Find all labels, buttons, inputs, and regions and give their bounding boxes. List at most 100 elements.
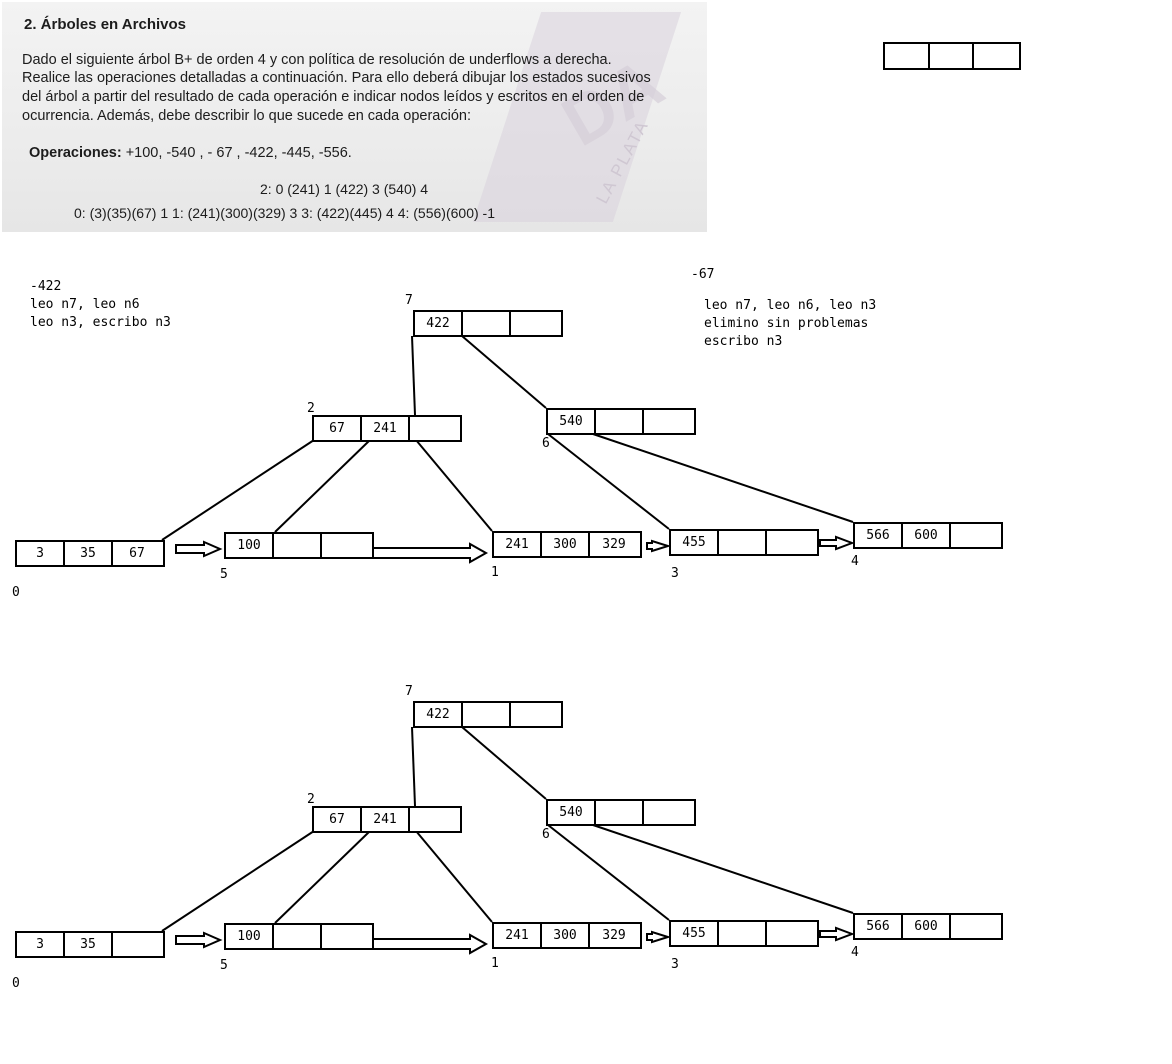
node-key: 241 (362, 808, 410, 831)
connector-line (415, 439, 493, 532)
node-key: 600 (903, 524, 951, 547)
node-number-label: 2 (307, 792, 315, 807)
node-key (951, 524, 999, 547)
node-key: 241 (362, 417, 410, 440)
node-key (463, 703, 511, 726)
sibling-arrow (365, 933, 489, 955)
node-key: 67 (314, 417, 362, 440)
connector-line (161, 439, 315, 541)
node-key (274, 925, 322, 948)
node-key (322, 534, 370, 557)
connector-line (274, 439, 371, 533)
node-key: 422 (415, 703, 463, 726)
btree-node-n6: 540 (546, 799, 696, 826)
empty-node (883, 42, 1021, 70)
node-key: 67 (314, 808, 362, 831)
connector-line (461, 726, 547, 800)
connector-line (411, 726, 416, 807)
node-key (463, 312, 511, 335)
connector-line (415, 830, 493, 923)
node-key (113, 933, 161, 956)
btree-node-n7: 422 (413, 701, 563, 728)
node-key: 566 (855, 915, 903, 938)
sibling-arrow (646, 930, 672, 944)
note-left-line: leo n3, escribo n3 (30, 315, 171, 330)
node-key: 35 (65, 933, 113, 956)
node-key: 455 (671, 922, 719, 945)
node-number-label: 3 (671, 566, 679, 581)
exercise-photo: DA LA PLATA 2. Árboles en Archivos Dado … (2, 2, 707, 232)
connector-line (547, 824, 670, 921)
node-key: 422 (415, 312, 463, 335)
node-number-label: 7 (405, 293, 413, 308)
node-key: 300 (542, 924, 590, 947)
note-right-line: escribo n3 (704, 334, 783, 349)
connector-line (547, 433, 670, 530)
node-number-label: 5 (220, 567, 228, 582)
connector-line (592, 433, 854, 523)
note-right-line: leo n7, leo n6, leo n3 (704, 298, 877, 313)
node-key (644, 410, 692, 433)
btree-node-n5: 100 (224, 923, 374, 950)
node-key: 3 (17, 933, 65, 956)
btree-node-n6: 540 (546, 408, 696, 435)
operations-label: Operaciones: (29, 145, 122, 161)
sibling-arrow (175, 540, 223, 558)
node-key (719, 922, 767, 945)
node-key: 300 (542, 533, 590, 556)
node-key: 329 (602, 928, 626, 943)
statement-line: Dado el siguiente árbol B+ de orden 4 y … (22, 52, 612, 68)
statement-line: ocurrencia. Además, debe describir lo qu… (22, 108, 471, 124)
statement-line: Realice las operaciones detalladas a con… (22, 70, 651, 86)
statement-line: del árbol a partir del resultado de cada… (22, 89, 645, 105)
connector-line (411, 335, 416, 416)
btree-node-n3: 455 (669, 920, 819, 947)
node-key: 67 (129, 546, 145, 561)
node-key (410, 417, 458, 440)
node-number-label: 4 (851, 945, 859, 960)
node-key: 100 (226, 925, 274, 948)
node-key: 241 (494, 533, 542, 556)
sibling-arrow (819, 926, 855, 942)
node-number-label: 2 (307, 401, 315, 416)
node-number-label: 7 (405, 684, 413, 699)
node-number-label: 0 (12, 585, 20, 600)
node-key: 100 (226, 534, 274, 557)
node-cell (885, 44, 930, 68)
node-key: 566 (855, 524, 903, 547)
btree-node-n7: 422 (413, 310, 563, 337)
node-key (410, 808, 458, 831)
operations-line: Operaciones: +100, -540 , - 67 , -422, -… (29, 145, 352, 161)
node-key: 540 (548, 801, 596, 824)
exercise-title: 2. Árboles en Archivos (24, 16, 186, 33)
node-key (322, 925, 370, 948)
node-key (644, 801, 692, 824)
tree-definition-root: 2: 0 (241) 1 (422) 3 (540) 4 (260, 181, 429, 197)
sibling-arrow (819, 535, 855, 551)
operations-list: +100, -540 , - 67 , -422, -445, -556. (125, 145, 352, 161)
node-key (596, 410, 644, 433)
btree-node-n3: 455 (669, 529, 819, 556)
node-key: 241 (494, 924, 542, 947)
node-number-label: 0 (12, 976, 20, 991)
node-key (951, 915, 999, 938)
node-number-label: 6 (542, 436, 550, 451)
node-number-label: 4 (851, 554, 859, 569)
connector-line (461, 335, 547, 409)
node-key (596, 801, 644, 824)
connector-line (592, 824, 854, 914)
note-right-operation: -67 (691, 267, 715, 282)
node-key (511, 703, 559, 726)
sibling-arrow (175, 931, 223, 949)
node-key: 600 (903, 915, 951, 938)
node-key: 35 (65, 542, 113, 565)
node-key (511, 312, 559, 335)
node-cell (930, 44, 975, 68)
node-number-label: 1 (491, 956, 499, 971)
